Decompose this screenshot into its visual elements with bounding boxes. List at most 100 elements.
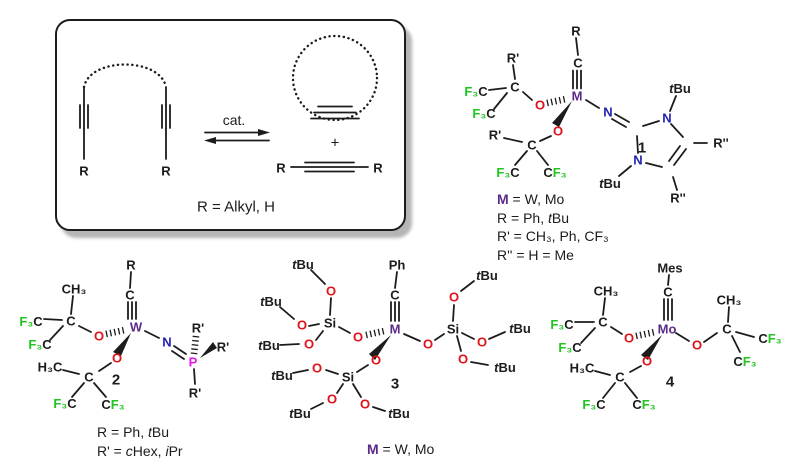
trifluoromethyl-label: F₃C: [582, 397, 606, 412]
carbon-part: C: [67, 396, 77, 411]
r-group-label: R: [276, 161, 286, 176]
carbon-part: C: [564, 317, 574, 332]
tbu-bu: Bu: [276, 368, 293, 383]
carbon-part: C: [478, 84, 488, 99]
fluorine-part: F₃: [550, 317, 564, 332]
oxygen-label: O: [326, 284, 336, 299]
methyl-label: CH₃: [717, 293, 742, 308]
phenyl-label: Ph: [389, 258, 406, 273]
tbu-label: tBu: [599, 176, 621, 191]
tbu-label: tBu: [260, 294, 282, 309]
metal-legend-values: = W, Mo: [508, 191, 565, 207]
carbon-label: C: [510, 80, 520, 95]
carbon-part: C: [486, 106, 496, 121]
r-doubleprime-label: R'': [670, 191, 686, 206]
r-prime-legend: R' = CH₃, Ph, CF₃: [497, 228, 609, 244]
trifluoromethyl-label: CF₃: [733, 354, 756, 369]
compound-number-2: 2: [112, 372, 120, 389]
metal-legend-symbol: M: [367, 441, 379, 457]
carbon-part: C: [758, 331, 768, 346]
r-doubleprime-label: R'': [713, 136, 729, 151]
tbu-bu: Bu: [151, 424, 169, 440]
trifluoromethyl-label: CF₃: [632, 397, 655, 412]
carbon-label: C: [722, 322, 732, 337]
mesityl-label: Mes: [657, 261, 682, 276]
metal-legend-values: = W, Mo: [378, 441, 435, 457]
tbu-bu: Bu: [265, 294, 282, 309]
oxygen-label: O: [624, 331, 634, 346]
reaction-scheme-box: R R cat. + R R R = Alkyl, H: [55, 19, 406, 231]
nitrogen-label: N: [633, 153, 642, 168]
tbu-t: t: [599, 176, 604, 191]
tbu-bu: Bu: [604, 176, 621, 191]
tbu-label: tBu: [388, 406, 410, 421]
legend-line: R' = CH₃, Ph, CF₃: [497, 227, 609, 246]
ipr-pr: Pr: [168, 442, 183, 459]
r-prime-label: R': [217, 340, 229, 355]
carbyne-carbon-label: C: [390, 288, 400, 303]
phosphorus-label: P: [189, 355, 198, 370]
fluorine-part: F₃: [743, 354, 757, 369]
oxygen-label: O: [304, 337, 314, 352]
tbu-bu: Bu: [297, 257, 314, 272]
fluorine-part: F₃: [558, 340, 572, 355]
carbyne-carbon-label: C: [125, 288, 135, 303]
oxygen-label: O: [371, 353, 381, 368]
tbu-t: t: [271, 368, 276, 383]
carbyne-carbon-label: C: [663, 285, 673, 300]
metal-legend-symbol: M: [497, 191, 509, 207]
legend-line: R'' = H = Me: [497, 246, 609, 265]
compound-number-3: 3: [391, 376, 399, 393]
carbon-label: C: [615, 370, 625, 385]
tbu-t: t: [509, 321, 514, 336]
methyl-label: CH₃: [594, 284, 619, 299]
legend-line: R = Ph, tBu: [97, 423, 183, 442]
tbu-t: t: [494, 360, 499, 375]
oxygen-label: O: [423, 337, 433, 352]
carbon-part: C: [733, 354, 743, 369]
fluorine-part: F₃: [582, 397, 596, 412]
carbon-part: C: [510, 165, 520, 180]
complex-2-bonds: [43, 271, 217, 398]
tbu-bu: Bu: [393, 406, 410, 421]
legend-line: M = W, Mo: [497, 190, 609, 209]
oxygen-label: O: [535, 98, 545, 113]
fluorine-part: F₃: [553, 165, 567, 180]
tbu-label: tBu: [292, 257, 314, 272]
tbu-label: tBu: [669, 81, 691, 96]
nitrogen-label: N: [603, 105, 612, 120]
carbon-label: C: [66, 314, 76, 329]
tbu-bu: Bu: [481, 268, 498, 283]
complex-2-legend: R = Ph, tBu R' = cHex, iPr: [97, 423, 183, 460]
carbyne-carbon-label: C: [573, 56, 583, 71]
tbu-t: t: [258, 338, 263, 353]
oxygen-label: O: [312, 361, 322, 376]
tbu-bu: Bu: [263, 338, 280, 353]
oxygen-label: O: [353, 330, 363, 345]
fluorine-part: F₃: [642, 397, 656, 412]
fluorine-part: F₃: [111, 397, 125, 412]
trifluoromethyl-label: F₃C: [472, 106, 496, 121]
tbu-label: tBu: [271, 368, 293, 383]
tbu-bu: Bu: [514, 321, 531, 336]
complex-3-bonds: [279, 269, 506, 412]
r-prime-label: R': [189, 386, 201, 401]
oxygen-label: O: [360, 397, 370, 412]
cat-label: cat.: [223, 112, 246, 128]
metal-label: M: [572, 89, 583, 104]
complex-1-legend: M = W, Mo R = Ph, tBu R' = CH₃, Ph, CF₃ …: [497, 190, 609, 264]
trifluoromethyl-label: F₃C: [53, 396, 77, 411]
complex-2-structure: R C W CH₃ C F₃C F₃C O O H₃C C F₃C CF₃ 2 …: [19, 258, 229, 412]
legend-line: R = Ph, tBu: [497, 209, 609, 228]
tbu-label: tBu: [494, 360, 516, 375]
methyl-label: H₃C: [38, 360, 63, 375]
r-group-label: R: [126, 258, 136, 273]
nitrogen-label: N: [162, 335, 171, 350]
carbon-label: C: [527, 138, 537, 153]
r-legend: R = Ph,: [97, 424, 148, 440]
ipr-i: i: [165, 442, 169, 459]
scheme-bonds: [79, 34, 379, 173]
tbu-label: tBu: [289, 406, 311, 421]
carbon-label: C: [598, 315, 608, 330]
